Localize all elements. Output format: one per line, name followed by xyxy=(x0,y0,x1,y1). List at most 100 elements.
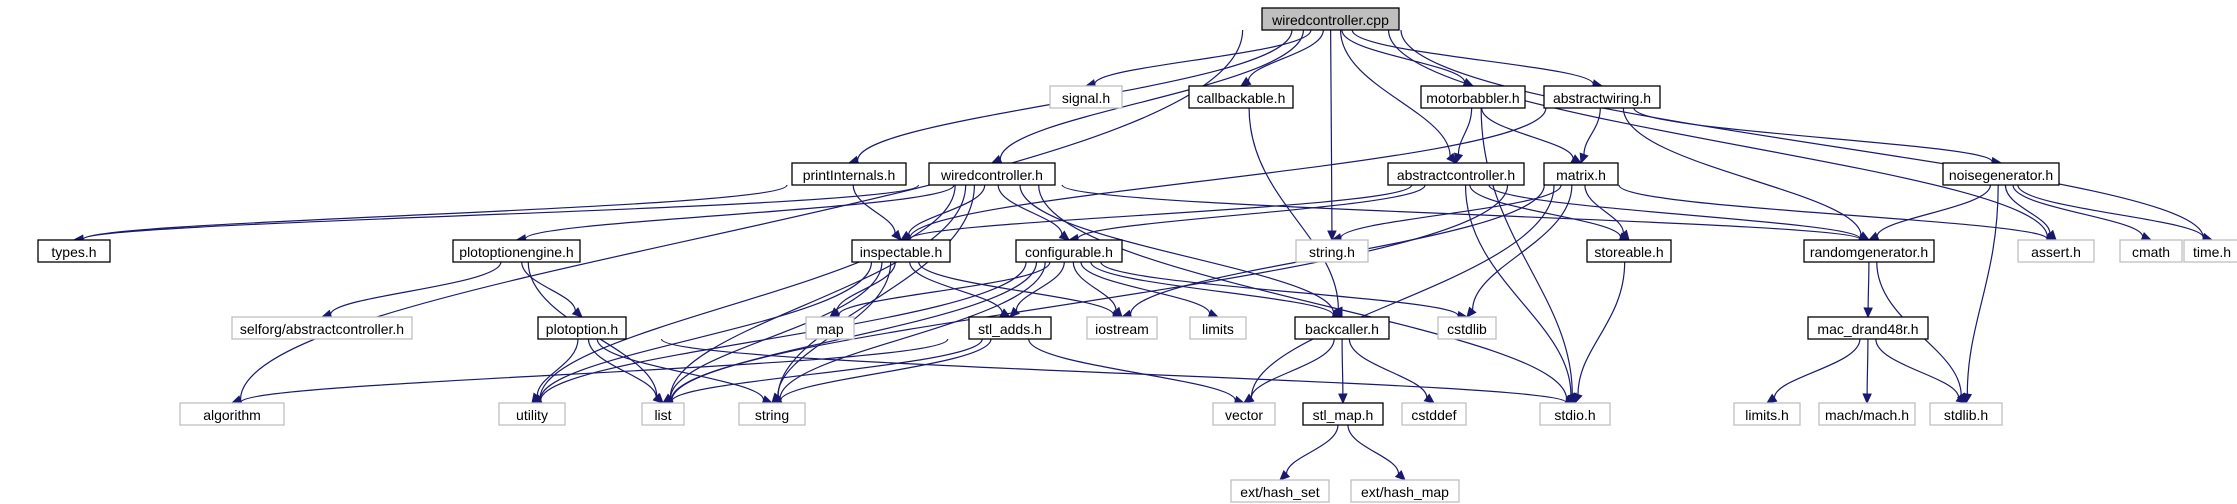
arrowhead-icon xyxy=(1207,309,1220,318)
node-label: cmath xyxy=(2132,244,2170,260)
edge-layer xyxy=(72,29,2214,481)
edge-randomgenerator_h-to-mac_drand48r_h xyxy=(1863,261,1873,319)
edge-line xyxy=(780,338,992,401)
node-noisegenerator-h[interactable]: noisegenerator.h xyxy=(1942,162,2060,186)
node-plotoptionengine-h[interactable]: plotoptionengine.h xyxy=(452,239,581,263)
edge-plotoption_h-to-list xyxy=(587,338,664,404)
node-label: types.h xyxy=(51,244,96,260)
edge-line xyxy=(1351,29,1594,85)
node-cstdlib: cstdlib xyxy=(1437,316,1497,340)
edge-line xyxy=(997,184,1063,235)
arrowhead-icon xyxy=(1863,307,1873,319)
node-storeable-h[interactable]: storeable.h xyxy=(1586,239,1672,263)
node-label: plotoptionengine.h xyxy=(459,244,573,260)
node-matrix-h[interactable]: matrix.h xyxy=(1543,162,1619,186)
node-abstractwiring-h[interactable]: abstractwiring.h xyxy=(1543,85,1661,109)
node-label: utility xyxy=(516,407,548,423)
arrowhead-icon xyxy=(2046,229,2057,241)
node-label: string xyxy=(755,407,789,423)
node-box xyxy=(1586,239,1672,263)
node-mac-drand48r-h[interactable]: mac_drand48r.h xyxy=(1807,316,1929,340)
node-types-h[interactable]: types.h xyxy=(37,239,111,263)
edge-line xyxy=(2012,184,2144,237)
node-label: noisegenerator.h xyxy=(1949,167,2053,183)
edge-mac_drand48r_h-to-stdlib_h xyxy=(1875,338,1968,404)
node-label: selforg/abstractcontroller.h xyxy=(240,321,404,337)
node-box xyxy=(1261,7,1400,31)
edge-line xyxy=(1019,184,1335,314)
node-wiredcontroller-h[interactable]: wiredcontroller.h xyxy=(928,162,1056,186)
edge-wiredcontroller_cpp-to-abstractcontroller_h xyxy=(1339,29,1457,164)
node-box xyxy=(498,402,566,426)
node-box xyxy=(1942,162,2060,186)
node-backcaller-h[interactable]: backcaller.h xyxy=(1294,316,1390,340)
node-label: inspectable.h xyxy=(860,244,943,260)
node-box xyxy=(2017,239,2095,263)
edge-line xyxy=(1250,184,1555,398)
edge-motorbabbler_h-to-abstractcontroller_h xyxy=(1454,107,1473,165)
edge-stl_adds_h-to-algorithm xyxy=(230,338,949,407)
node-box xyxy=(1437,316,1497,340)
edge-line xyxy=(330,261,502,315)
edge-configurable_h-to-iostream xyxy=(1072,261,1123,318)
edge-plotoption_h-to-utility xyxy=(531,338,579,404)
node-limits-h: limits.h xyxy=(1733,402,1801,426)
edge-wiredcontroller_h-to-utility xyxy=(530,184,956,404)
edge-line xyxy=(779,261,1046,399)
node-stl-adds-h[interactable]: stl_adds.h xyxy=(968,316,1052,340)
arrowhead-icon xyxy=(571,307,583,318)
edge-line xyxy=(909,184,1413,240)
arrowhead-icon xyxy=(1112,306,1123,318)
edge-abstractwiring_h-to-matrix_h xyxy=(1579,107,1601,165)
arrowhead-icon xyxy=(531,392,542,404)
edge-line xyxy=(1867,261,1870,309)
node-label: list xyxy=(654,407,671,423)
arrowhead-icon xyxy=(1446,152,1457,164)
edge-abstractwiring_h-to-noisegenerator_h xyxy=(1633,107,2003,167)
edge-line xyxy=(852,184,896,234)
node-plotoption-h[interactable]: plotoption.h xyxy=(537,316,627,340)
node-selforg-abstractcontroller-h: selforg/abstractcontroller.h xyxy=(231,316,413,340)
node-box xyxy=(641,402,685,426)
node-callbackable-h[interactable]: callbackable.h xyxy=(1188,85,1294,109)
node-motorbabbler-h[interactable]: motorbabbler.h xyxy=(1420,85,1526,109)
node-algorithm: algorithm xyxy=(179,402,285,426)
arrowhead-icon xyxy=(1327,230,1337,242)
edge-wiredcontroller_h-to-configurable_h xyxy=(997,184,1070,241)
node-label: callbackable.h xyxy=(1197,90,1286,106)
node-ext-hash-set: ext/hash_set xyxy=(1230,479,1330,503)
node-stl-map-h[interactable]: stl_map.h xyxy=(1302,402,1384,426)
node-ext-hash-map: ext/hash_map xyxy=(1350,479,1460,503)
node-box xyxy=(1302,402,1384,426)
edge-abstractcontroller_h-to-storeable_h xyxy=(1469,184,1631,242)
edge-line xyxy=(521,261,576,312)
node-configurable-h[interactable]: configurable.h xyxy=(1015,239,1123,263)
node-wiredcontroller-cpp[interactable]: wiredcontroller.cpp xyxy=(1261,7,1400,31)
edge-line xyxy=(536,338,579,396)
node-box xyxy=(1189,316,1247,340)
node-box xyxy=(1049,85,1123,109)
edge-line xyxy=(671,338,983,402)
node-assert-h: assert.h xyxy=(2017,239,2095,263)
arrowhead-icon xyxy=(1423,393,1435,404)
edge-backcaller_h-to-cstddef xyxy=(1348,338,1435,404)
node-randomgenerator-h[interactable]: randomgenerator.h xyxy=(1803,239,1935,263)
edge-line xyxy=(524,184,955,240)
node-printInternals-h[interactable]: printInternals.h xyxy=(791,162,907,186)
node-abstractcontroller-h[interactable]: abstractcontroller.h xyxy=(1387,162,1525,186)
node-limits: limits xyxy=(1189,316,1247,340)
node-label: cstddef xyxy=(1411,407,1456,423)
arrowhead-icon xyxy=(2140,232,2153,241)
node-label: ext/hash_set xyxy=(1240,484,1319,500)
edge-line xyxy=(1094,29,1312,85)
edge-line xyxy=(1480,107,1573,395)
node-label: configurable.h xyxy=(1025,244,1113,260)
node-box xyxy=(1803,239,1935,263)
edge-line xyxy=(1090,261,1334,316)
arrowhead-icon xyxy=(1242,393,1255,404)
node-box xyxy=(928,162,1056,186)
arrowhead-icon xyxy=(1338,393,1348,405)
node-label: ext/hash_map xyxy=(1361,484,1449,500)
node-inspectable-h[interactable]: inspectable.h xyxy=(851,239,951,263)
edge-matrix_h-to-vector xyxy=(1242,184,1555,404)
